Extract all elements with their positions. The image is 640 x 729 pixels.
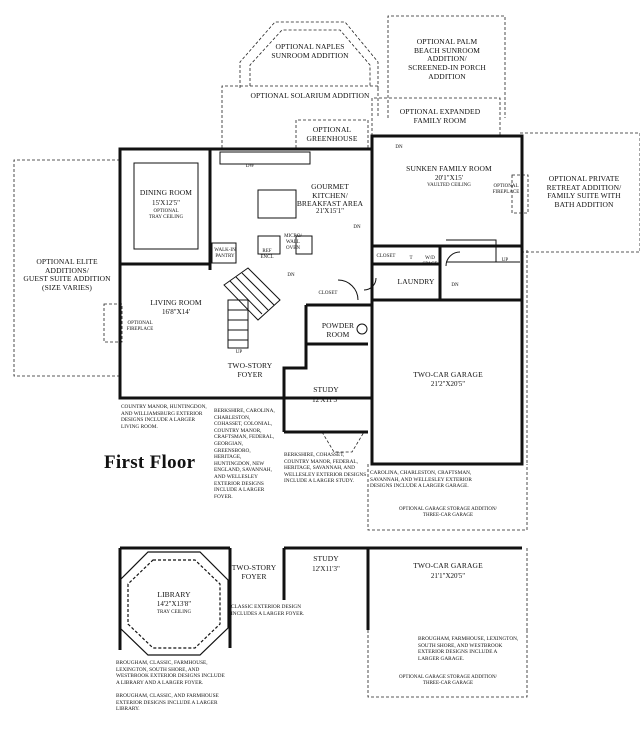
elite-additions-outline [13,159,120,377]
garage-storage-label: OPTIONAL GARAGE STORAGE ADDITION/ THREE-… [399,507,497,518]
garage-storage-outline [367,464,528,531]
tub-label: T [409,256,413,261]
dishwasher-label: DW [245,164,255,169]
dn-laundry-label: DN [451,283,459,288]
study-dim: 12'X11'3" [312,396,340,404]
page-title: First Floor [104,452,196,473]
garage-2-label: TWO-CAR GARAGE [413,561,483,570]
dining-room-dim: 15'X12'5" [152,199,180,207]
kitchen-dim: 21'X15'1" [316,207,344,215]
wd-space-label: W/D SPACE [422,256,438,267]
dn-hall-label: DN [287,273,295,278]
up-garage-label: UP [501,258,509,263]
garage-dim: 21'2"X20'5" [430,380,466,388]
living-room-label: LIVING ROOM [150,298,202,307]
laundry-label: LAUNDRY [397,277,435,286]
kitchen-island [257,189,297,219]
sunken-family-room-dim: 20'1"X15' [435,174,463,182]
family-fireplace-label: OPTIONAL FIREPLACE [492,184,520,195]
library-label: LIBRARY [157,590,191,599]
study-2-label: STUDY [313,554,339,563]
vaulted-ceiling-label: VAULTED CEILING [427,183,471,188]
note-library: BROUGHAM, CLASSIC, FARMHOUSE, LEXINGTON,… [116,660,225,686]
naples-sunroom-label: OPTIONAL NAPLES SUNROOM ADDITION [271,42,349,60]
palm-beach-label: OPTIONAL PALM BEACH SUNROOM ADDITION/ SC… [408,37,486,81]
garage-2-dim: 21'1"X20'5" [430,572,466,580]
dining-tray-label: OPTIONAL TRAY CEILING [148,209,184,220]
details [133,151,520,349]
dn-family-label: DN [395,145,403,150]
living-fireplace-label: OPTIONAL FIREPLACE [126,321,154,332]
walk-in-pantry-label: WALK-IN PANTRY [214,248,236,259]
library-octagon [119,551,229,656]
solarium-outline [221,85,379,148]
expanded-family-label: OPTIONAL EXPANDED FAMILY ROOM [399,107,481,125]
living-room-dim: 16'8"X14' [162,308,190,316]
walls [118,134,524,466]
ref-encl-label: REF ENCL [260,249,274,260]
staircase [223,267,281,349]
powder-room-label: POWDER ROOM [321,321,355,339]
library-tray-label: TRAY CEILING [156,610,192,615]
micro-wall-oven-label: MICRO/ WALL OVEN [284,234,302,251]
garage-walls [370,246,524,466]
expanded-family-outline [371,97,501,136]
closet-hall-label: CLOSET [318,291,338,296]
private-retreat-outline [520,132,640,253]
dn-kitchen-label: DN [353,225,361,230]
foyer-2-label: TWO-STORY FOYER [231,563,277,581]
private-retreat-label: OPTIONAL PRIVATE RETREAT ADDITION/ FAMIL… [546,174,622,209]
up-stairs-label: UP [235,350,243,355]
closet-laundry-label: CLOSET [376,254,396,259]
solarium-label: OPTIONAL SOLARIUM ADDITION [250,91,370,100]
dining-room-label: DINING ROOM [139,188,193,197]
kitchen-label: GOURMET KITCHEN/ BREAKFAST AREA [296,182,364,209]
optional-additions [13,15,640,698]
foyer-label: TWO-STORY FOYER [227,361,273,379]
dining-tray-ceiling [133,162,199,250]
note-living-room: COUNTRY MANOR, HUNTINGDON, AND WILLIAMSB… [121,404,207,430]
sunken-family-room-label: SUNKEN FAMILY ROOM [406,164,492,173]
elite-additions-label: OPTIONAL ELITE ADDITIONS/ GUEST SUITE AD… [23,257,111,292]
note-study: BERKSHIRE, COHASSET, COUNTRY MANOR, FEDE… [284,452,367,485]
study-walls [282,342,368,432]
note-larger-library: BROUGHAM, CLASSIC, AND FARMHOUSE EXTERIO… [116,693,219,713]
note-garage: CAROLINA, CHARLESTON, CRAFTSMAN, SAVANNA… [370,470,472,490]
note-garage-2: BROUGHAM, FARMHOUSE, LEXINGTON, SOUTH SH… [418,636,519,662]
library-dim: 14'2"X13'8" [156,600,192,608]
naples-sunroom-inner [249,29,371,86]
palm-beach-outline [387,15,506,118]
garage-label: TWO-CAR GARAGE [413,370,483,379]
greenhouse-label: OPTIONAL GREENHOUSE [306,125,358,143]
family-room-walls [370,134,524,248]
naples-sunroom-outline [239,21,379,88]
note-classic-foyer: CLASSIC EXTERIOR DESIGN INCLUDES A LARGE… [231,604,305,617]
garage-storage-2-label: OPTIONAL GARAGE STORAGE ADDITION/ THREE-… [399,675,497,686]
note-foyer: BERKSHIRE, CAROLINA, CHARLESTON, COHASSE… [214,408,275,500]
study-label: STUDY [313,385,339,394]
study-2-dim: 12'X11'3" [312,565,340,573]
garage-storage-outline-2 [367,630,528,698]
